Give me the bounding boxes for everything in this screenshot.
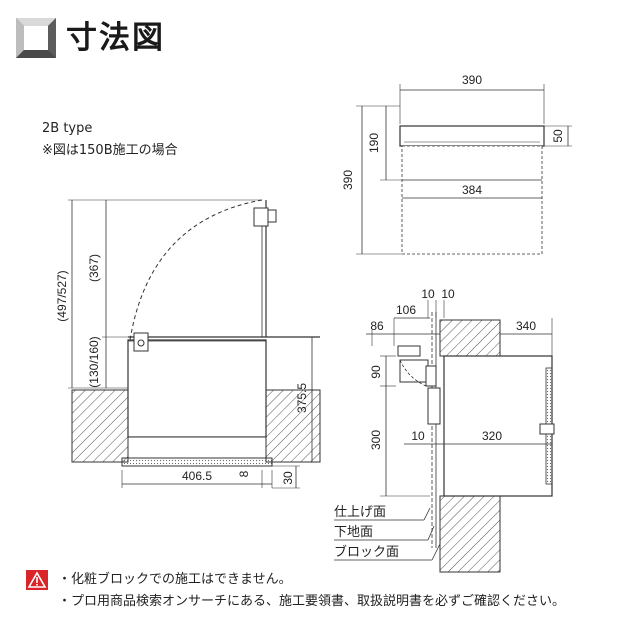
dim-gap-small: 8 xyxy=(237,470,251,477)
top-view: 390 384 390 190 50 xyxy=(341,73,572,255)
dim-height-total: (497/527) xyxy=(55,270,69,321)
label-base-surface: 下地面 xyxy=(334,525,373,540)
top-lid xyxy=(399,125,545,147)
dim-height-lower: (130/160) xyxy=(87,336,101,387)
dim-gap-b: 10 xyxy=(441,287,455,301)
dim-gap-a: 10 xyxy=(421,287,435,301)
dim-width-a: 86 xyxy=(370,319,384,333)
side-wall-top xyxy=(439,319,501,357)
front-view: (497/527) (367) (130/160) 375.5 406.5 8 … xyxy=(55,199,321,489)
bevel-square-icon xyxy=(16,18,56,58)
figure-note: ※図は150B施工の場合 xyxy=(42,143,178,158)
wall-right xyxy=(265,389,321,463)
dim-top-height-total: 390 xyxy=(341,170,355,190)
side-wall-bottom xyxy=(439,495,501,573)
page-title: 寸法図 xyxy=(66,20,165,56)
floor-plate xyxy=(121,457,273,467)
dim-width-b: 106 xyxy=(396,303,416,317)
warning-line-2: ・プロ用商品検索オンサーチにある、施工要領書、取扱説明書を必ずご確認ください。 xyxy=(58,594,566,609)
dim-top-height-upper: 190 xyxy=(367,133,381,153)
label-block-surface: ブロック面 xyxy=(334,544,399,560)
dim-depth-right: 375.5 xyxy=(295,383,309,413)
dim-lid-height: 50 xyxy=(551,129,565,143)
dim-side-height-top: 90 xyxy=(369,365,383,379)
dim-top-width: 390 xyxy=(462,73,482,87)
wall-left xyxy=(71,389,129,463)
model-caption: 2B type xyxy=(42,121,92,136)
side-view: 10 10 86 106 340 90 300 10 320 仕上げ面 xyxy=(334,287,555,573)
latch-icon xyxy=(133,332,149,352)
dim-width-bottom: 406.5 xyxy=(182,469,212,483)
dim-side-depth-right: 340 xyxy=(516,319,536,333)
side-body xyxy=(443,355,553,497)
hinge-icon xyxy=(253,207,269,227)
dim-side-height-body: 300 xyxy=(369,430,383,450)
warning-line-1: ・化粧ブロックでの施工はできません。 xyxy=(58,572,292,587)
lid-swing-arc xyxy=(129,199,263,341)
dim-side-depth-inner: 320 xyxy=(482,429,502,443)
mailbox-body xyxy=(127,339,267,438)
mailbox-base xyxy=(127,436,267,459)
side-latch-icon xyxy=(539,423,555,435)
dim-inner-width: 384 xyxy=(462,183,482,197)
dim-gap-c: 10 xyxy=(411,429,425,443)
dim-bottom-offset: 30 xyxy=(281,471,295,485)
label-finish-surface: 仕上げ面 xyxy=(334,505,386,520)
warning-triangle-icon xyxy=(26,570,48,590)
dim-height-open: (367) xyxy=(87,254,101,282)
top-body xyxy=(401,145,543,255)
